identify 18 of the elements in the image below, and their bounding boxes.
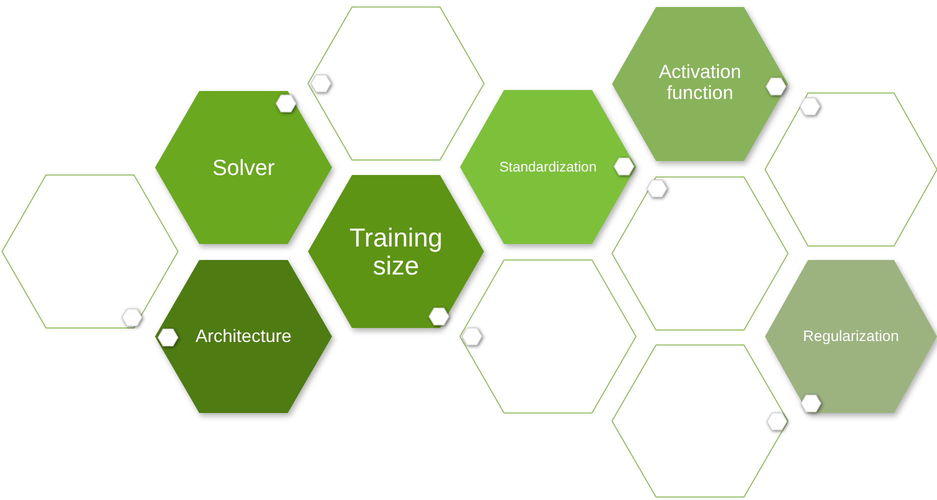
hexagon	[155, 260, 332, 413]
hexagon	[612, 177, 788, 330]
hexagon	[2, 175, 178, 328]
hexagon	[765, 93, 937, 246]
hexagon-label: Regularization	[802, 328, 900, 345]
hexagon	[155, 91, 332, 244]
hexagon-label: Standardization	[498, 159, 598, 175]
hexagon	[765, 260, 937, 413]
hexagon-label: Training size	[348, 222, 444, 280]
hexagon-label: Solver	[211, 155, 276, 180]
hexagon	[308, 7, 484, 160]
hexagon	[612, 7, 788, 161]
hexagon	[612, 345, 788, 497]
hexagon	[460, 260, 636, 413]
hexagon-label: Architecture	[194, 326, 293, 346]
hexagon	[308, 175, 484, 328]
hexagon	[460, 90, 636, 244]
hexagon-label: Activation function	[658, 63, 742, 105]
